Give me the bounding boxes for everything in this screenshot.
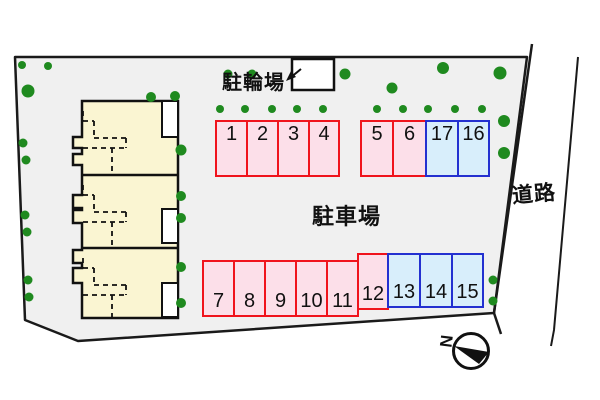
interior-wall-dashed-lines [82, 111, 127, 318]
tree-icon [44, 62, 52, 70]
space-number: 9 [274, 290, 287, 312]
building-outline [71, 99, 180, 320]
space-number: 4 [318, 123, 330, 145]
road-label: 道路 [511, 181, 557, 208]
compass: N [436, 332, 490, 370]
parking-space-16: 16 [457, 120, 490, 177]
bicycle-shed [290, 57, 336, 92]
parking-space-15: 15 [451, 253, 484, 308]
tree-icon [18, 61, 26, 69]
bicycle-parking-label: 駐輪場 [222, 72, 285, 94]
tree-icon [293, 105, 301, 113]
parking-lot-label: 駐車場 [312, 204, 382, 229]
parking-space-12: 12 [357, 253, 389, 310]
tree-icon [22, 227, 32, 237]
tree-icon [175, 144, 187, 156]
tree-icon [493, 66, 507, 80]
space-number: 3 [287, 123, 300, 145]
parking-space-5: 5 [360, 120, 394, 177]
space-number: 1 [225, 123, 238, 145]
parking-space-9: 9 [264, 260, 297, 317]
parking-space-6: 6 [392, 120, 427, 177]
bicycle-shed-pointer-arrowhead [286, 71, 296, 81]
compass-north-label: N [436, 334, 456, 349]
tree-icon [488, 296, 498, 306]
parking-space-1: 1 [215, 120, 248, 177]
tree-icon [498, 115, 510, 127]
tree-icon [498, 147, 510, 159]
parking-space-8: 8 [233, 260, 266, 317]
tree-icon [170, 91, 180, 101]
parking-space-14: 14 [419, 253, 453, 308]
tree-icon [18, 138, 28, 148]
road-outer-edge-line [550, 56, 579, 347]
parking-space-2: 2 [246, 120, 279, 177]
space-number: 17 [430, 123, 454, 145]
tree-icon [424, 105, 432, 113]
tree-icon [20, 210, 30, 220]
tree-icon [23, 275, 33, 285]
space-number: 16 [462, 123, 485, 145]
entrance-rect [161, 208, 179, 244]
tree-icon [437, 62, 449, 74]
tree-icon [319, 105, 327, 113]
tree-icon [339, 68, 351, 80]
space-number: 15 [456, 281, 479, 303]
tree-icon [268, 105, 276, 113]
tree-icon [176, 262, 186, 272]
trees [18, 61, 510, 308]
tree-icon [373, 105, 381, 113]
space-number: 2 [256, 123, 269, 145]
parking-space-11: 11 [326, 260, 359, 317]
entrance-rect [161, 100, 179, 138]
tree-icon [223, 69, 233, 79]
tree-icon [176, 298, 186, 308]
parking-space-13: 13 [387, 253, 421, 308]
space-number: 8 [243, 290, 256, 312]
tree-icon [176, 191, 186, 201]
parking-space-7: 7 [202, 260, 235, 317]
tree-icon [24, 292, 34, 302]
space-number: 5 [371, 123, 383, 145]
tree-icon [478, 105, 486, 113]
tree-icon [241, 105, 249, 113]
space-number: 12 [361, 283, 385, 305]
tree-icon [488, 275, 498, 285]
tree-icon [21, 155, 31, 165]
space-number: 10 [300, 290, 323, 312]
parking-space-10: 10 [295, 260, 328, 317]
tree-icon [176, 213, 186, 223]
space-number: 7 [212, 290, 225, 312]
parking-space-3: 3 [277, 120, 310, 177]
compass-needle [454, 346, 489, 364]
road-inner-edge-line [492, 43, 534, 335]
tree-icon [451, 105, 459, 113]
tree-icon [247, 69, 257, 79]
tree-icon [399, 105, 407, 113]
tree-icon [21, 84, 35, 98]
space-number: 14 [424, 281, 448, 303]
entrance-rect [161, 282, 179, 318]
tree-icon [216, 105, 224, 113]
parking-space-4: 4 [308, 120, 340, 177]
tree-icon [146, 92, 156, 102]
tree-icon [386, 82, 398, 94]
space-number: 11 [332, 290, 353, 312]
space-number: 13 [392, 281, 416, 303]
space-number: 6 [403, 123, 416, 145]
parking-space-17: 17 [425, 120, 459, 177]
